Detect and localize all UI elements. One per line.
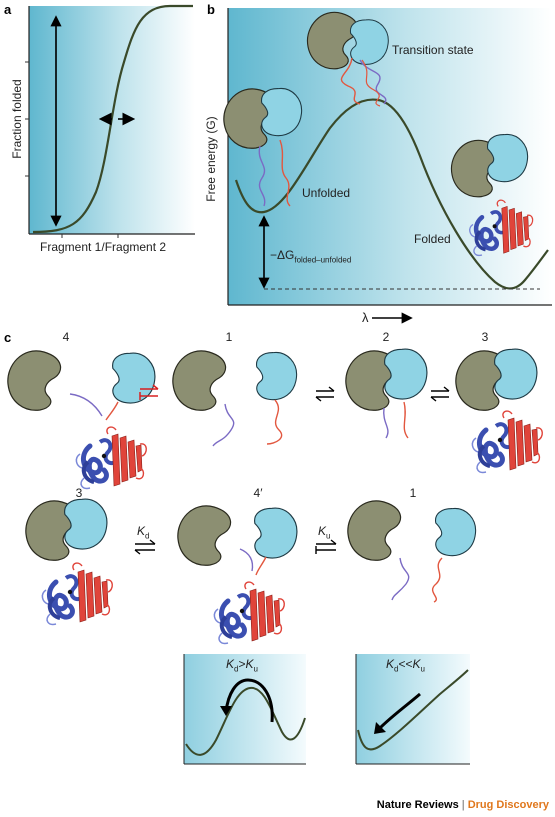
panel-c-letter: c bbox=[4, 330, 12, 345]
equilibrium-arrow-1-2 bbox=[315, 386, 335, 402]
inset-right-k2: K bbox=[412, 657, 421, 671]
panel-b-energy-curve bbox=[234, 98, 549, 290]
state-number: 1 bbox=[225, 330, 233, 344]
ku-subscript: u bbox=[326, 531, 331, 541]
state-1-cartoon bbox=[172, 350, 298, 447]
state-number: 3 bbox=[75, 486, 83, 500]
transition-state-cartoon bbox=[306, 11, 389, 107]
delta-g-subscript: folded–unfolded bbox=[294, 255, 352, 265]
inset-right-s2: u bbox=[420, 664, 425, 674]
inset-left-s2: u bbox=[253, 664, 258, 674]
panel-a-y-ticks bbox=[25, 61, 29, 177]
panel-b bbox=[223, 8, 552, 324]
inset-right-s1: d bbox=[394, 664, 399, 674]
panel-a-x-label: Fragment 1/Fragment 2 bbox=[40, 240, 167, 254]
unfolded-label: Unfolded bbox=[302, 186, 351, 200]
state-number: 1 bbox=[409, 486, 417, 500]
panel-b-y-label: Free energy (G) bbox=[204, 116, 218, 202]
delta-g-label: −ΔGfolded–unfolded bbox=[270, 248, 351, 264]
state-number: 3 bbox=[481, 330, 489, 344]
folded-label: Folded bbox=[414, 232, 451, 246]
inset-left-k1: K bbox=[226, 657, 235, 671]
panel-c-row-2 bbox=[25, 498, 477, 643]
state-3-cartoon bbox=[455, 348, 542, 472]
blocked-arrow-ku bbox=[315, 539, 337, 554]
inset-right-k1: K bbox=[386, 657, 395, 671]
footer-separator: | bbox=[461, 799, 465, 811]
kd-symbol: K bbox=[137, 524, 146, 538]
state-4-cartoon bbox=[7, 350, 156, 488]
inset-left-k2: K bbox=[245, 657, 254, 671]
kd-rate-label: Kd bbox=[137, 524, 149, 540]
equilibrium-arrow-kd bbox=[134, 539, 156, 555]
unfolded-state-cartoon bbox=[223, 87, 303, 207]
panel-b-x-label: λ bbox=[362, 310, 369, 325]
journal-section: Drug Discovery bbox=[467, 799, 549, 811]
state-2-cartoon bbox=[345, 348, 428, 439]
state-3-cartoon-row2 bbox=[25, 498, 112, 624]
inset-left-s1: d bbox=[234, 664, 239, 674]
inset-right-operator: << bbox=[398, 657, 413, 671]
panel-a bbox=[25, 4, 195, 238]
state-1-cartoon-row2 bbox=[347, 500, 477, 603]
inset-kd-greater-ku bbox=[183, 654, 306, 765]
state-number: 4′ bbox=[253, 486, 263, 500]
ku-symbol: K bbox=[318, 524, 327, 538]
panel-c-row-1 bbox=[7, 348, 542, 488]
state-number: 2 bbox=[382, 330, 390, 344]
state-number: 4 bbox=[62, 330, 70, 344]
blocked-equilibrium-arrow-red bbox=[139, 384, 159, 400]
journal-name: Nature Reviews bbox=[376, 799, 459, 811]
equilibrium-arrow-2-3 bbox=[430, 386, 450, 402]
ku-rate-label: Ku bbox=[318, 524, 330, 540]
transition-state-label: Transition state bbox=[392, 43, 474, 57]
state-4-prime-cartoon bbox=[177, 505, 298, 643]
inset-right-label: Kd<<Ku bbox=[386, 657, 425, 673]
kd-subscript: d bbox=[145, 531, 150, 541]
delta-g-prefix: −ΔG bbox=[270, 248, 295, 262]
inset-left-label: Kd>Ku bbox=[226, 657, 258, 673]
inset-left-operator: > bbox=[238, 657, 246, 671]
panel-a-y-label: Fraction folded bbox=[10, 79, 24, 159]
panel-a-letter: a bbox=[4, 2, 12, 17]
journal-footer: Nature Reviews | Drug Discovery bbox=[377, 799, 549, 811]
panel-b-letter: b bbox=[207, 2, 215, 17]
inset-kd-much-less-ku bbox=[355, 654, 470, 765]
